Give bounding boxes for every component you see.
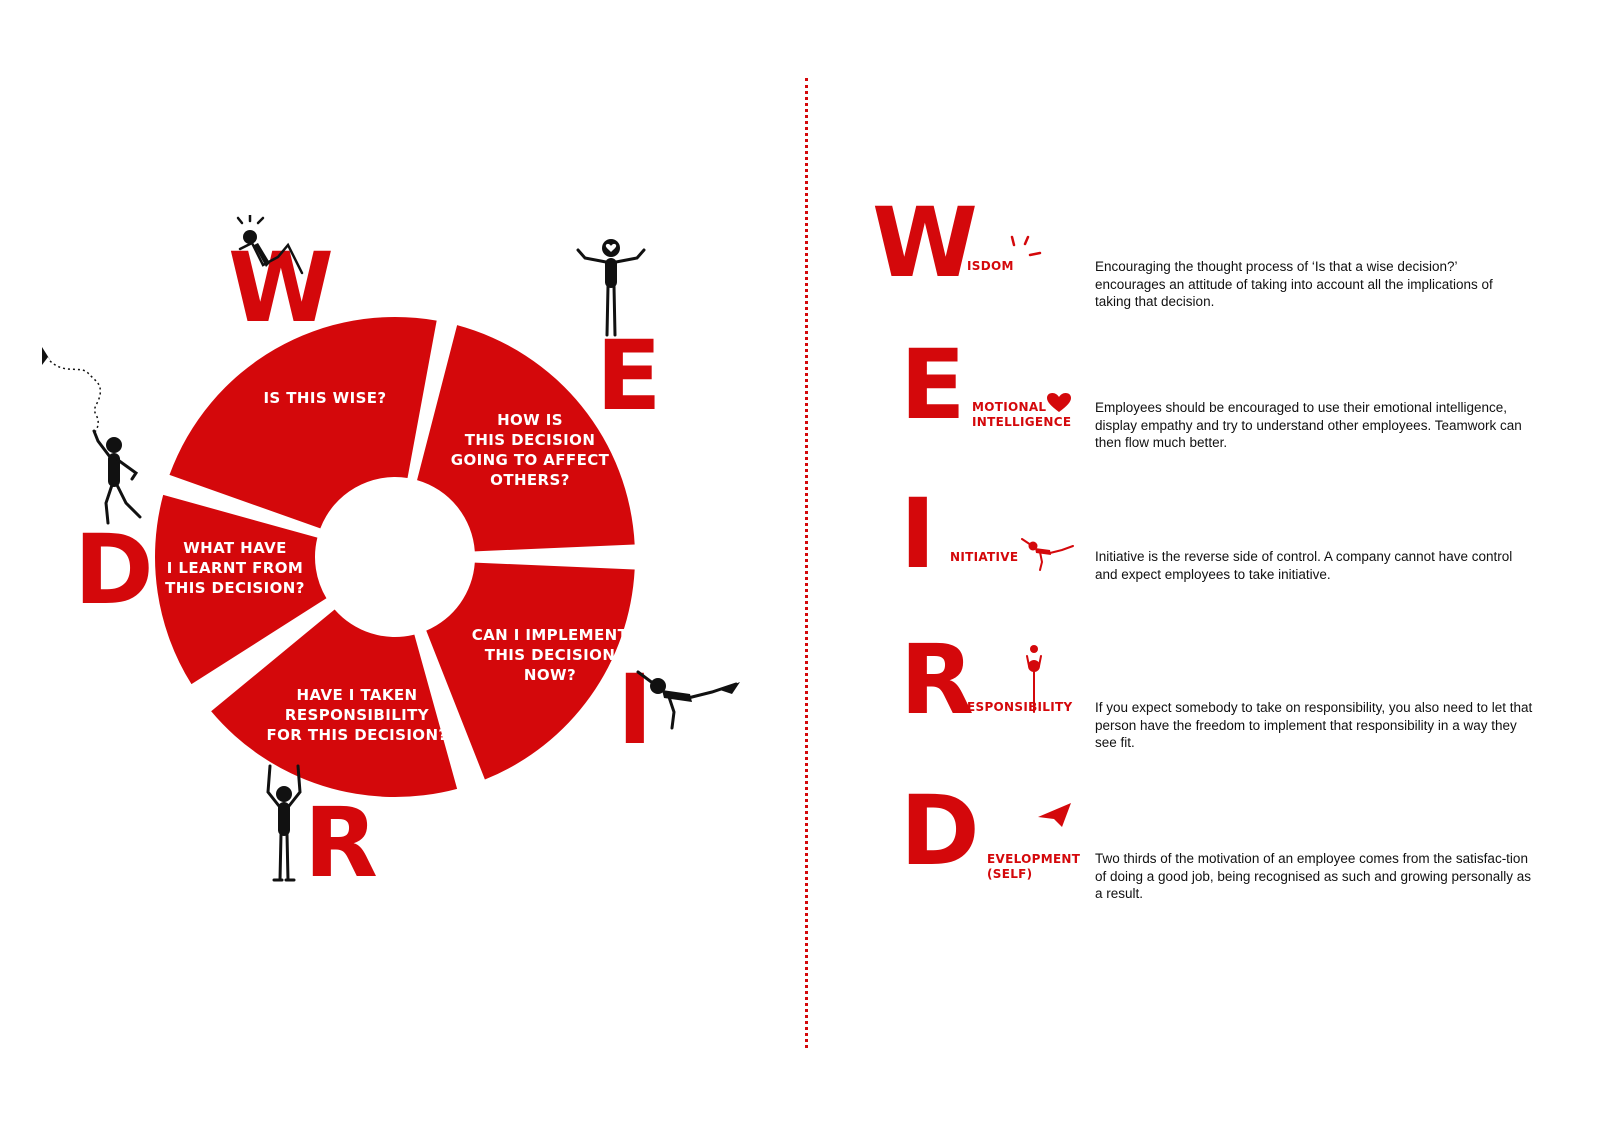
wheel-letter-e: E xyxy=(596,320,662,432)
figure-holding-ball-icon xyxy=(1026,645,1042,713)
weird-wheel xyxy=(155,317,635,797)
legend-desc-initiative: Initiative is the reverse side of contro… xyxy=(1095,549,1513,582)
wheel-segment-responsibility xyxy=(211,609,458,797)
paper-plane-icon xyxy=(1038,803,1071,827)
segment-text-emotional: How is this decision going to affect oth… xyxy=(450,411,610,489)
heart-icon xyxy=(1047,393,1071,412)
wheel-segment-wisdom xyxy=(169,317,437,529)
legend-word-responsibility: esponsibility xyxy=(967,700,1073,714)
segment-text-initiative: Can I implement this decision now? xyxy=(471,626,629,684)
legend-desc-emotional: Employees should be encouraged to use th… xyxy=(1095,400,1522,450)
legend-letter-w: W xyxy=(872,187,978,299)
legend-word-development: evelopment (self) xyxy=(987,852,1081,881)
legend-row-wisdom: W isdom Encouraging the thought process … xyxy=(872,195,1580,315)
legend-letter-r: R xyxy=(900,624,974,736)
segment-text-responsibility: Have I taken responsibility for this dec… xyxy=(266,686,448,744)
wheel-segment-initiative xyxy=(426,562,635,780)
segment-text-wisdom: Is this wise? xyxy=(263,389,387,407)
wheel-letter-r: R xyxy=(304,787,378,899)
flying-figure-red-icon xyxy=(1021,538,1074,571)
legend-row-initiative: I nitiative Initiative is the reverse si… xyxy=(880,486,1580,606)
legend-word-initiative: nitiative xyxy=(950,550,1019,564)
legend-letter-i: I xyxy=(900,478,936,590)
wheel-letter-d: D xyxy=(74,514,154,626)
legend-letter-d: D xyxy=(900,775,980,887)
flying-figure-icon xyxy=(636,670,740,730)
sitting-figure-icon xyxy=(236,215,304,275)
legend-word-wisdom: isdom xyxy=(967,259,1014,273)
lifting-figure-icon xyxy=(266,764,302,882)
legend-desc-responsibility: If you expect somebody to take on respon… xyxy=(1095,700,1533,750)
legend-row-development: D evelopment (self) Two thirds of the mo… xyxy=(880,783,1580,903)
wheel-segment-development xyxy=(155,494,327,685)
kite-figure-icon xyxy=(42,347,142,525)
wheel-segment-emotional xyxy=(417,325,635,552)
legend-row-responsibility: R esponsibility If you expect somebody t… xyxy=(880,632,1580,752)
heart-figure-icon xyxy=(576,239,646,337)
legend-desc-wisdom: Encouraging the thought process of ‘Is t… xyxy=(1095,259,1493,309)
legend-word-emotional: motional intelligence xyxy=(972,400,1072,429)
legend-letter-e: E xyxy=(900,329,966,441)
sparkle-icon xyxy=(1010,235,1042,257)
segment-text-development: What have I learnt from this decision? xyxy=(165,539,305,597)
dotted-divider xyxy=(805,78,808,1048)
legend-desc-development: Two thirds of the motivation of an emplo… xyxy=(1095,851,1532,901)
legend-row-emotional: E motional intelligence Employees should… xyxy=(880,337,1580,457)
wheel-letter-w: W xyxy=(228,232,334,344)
